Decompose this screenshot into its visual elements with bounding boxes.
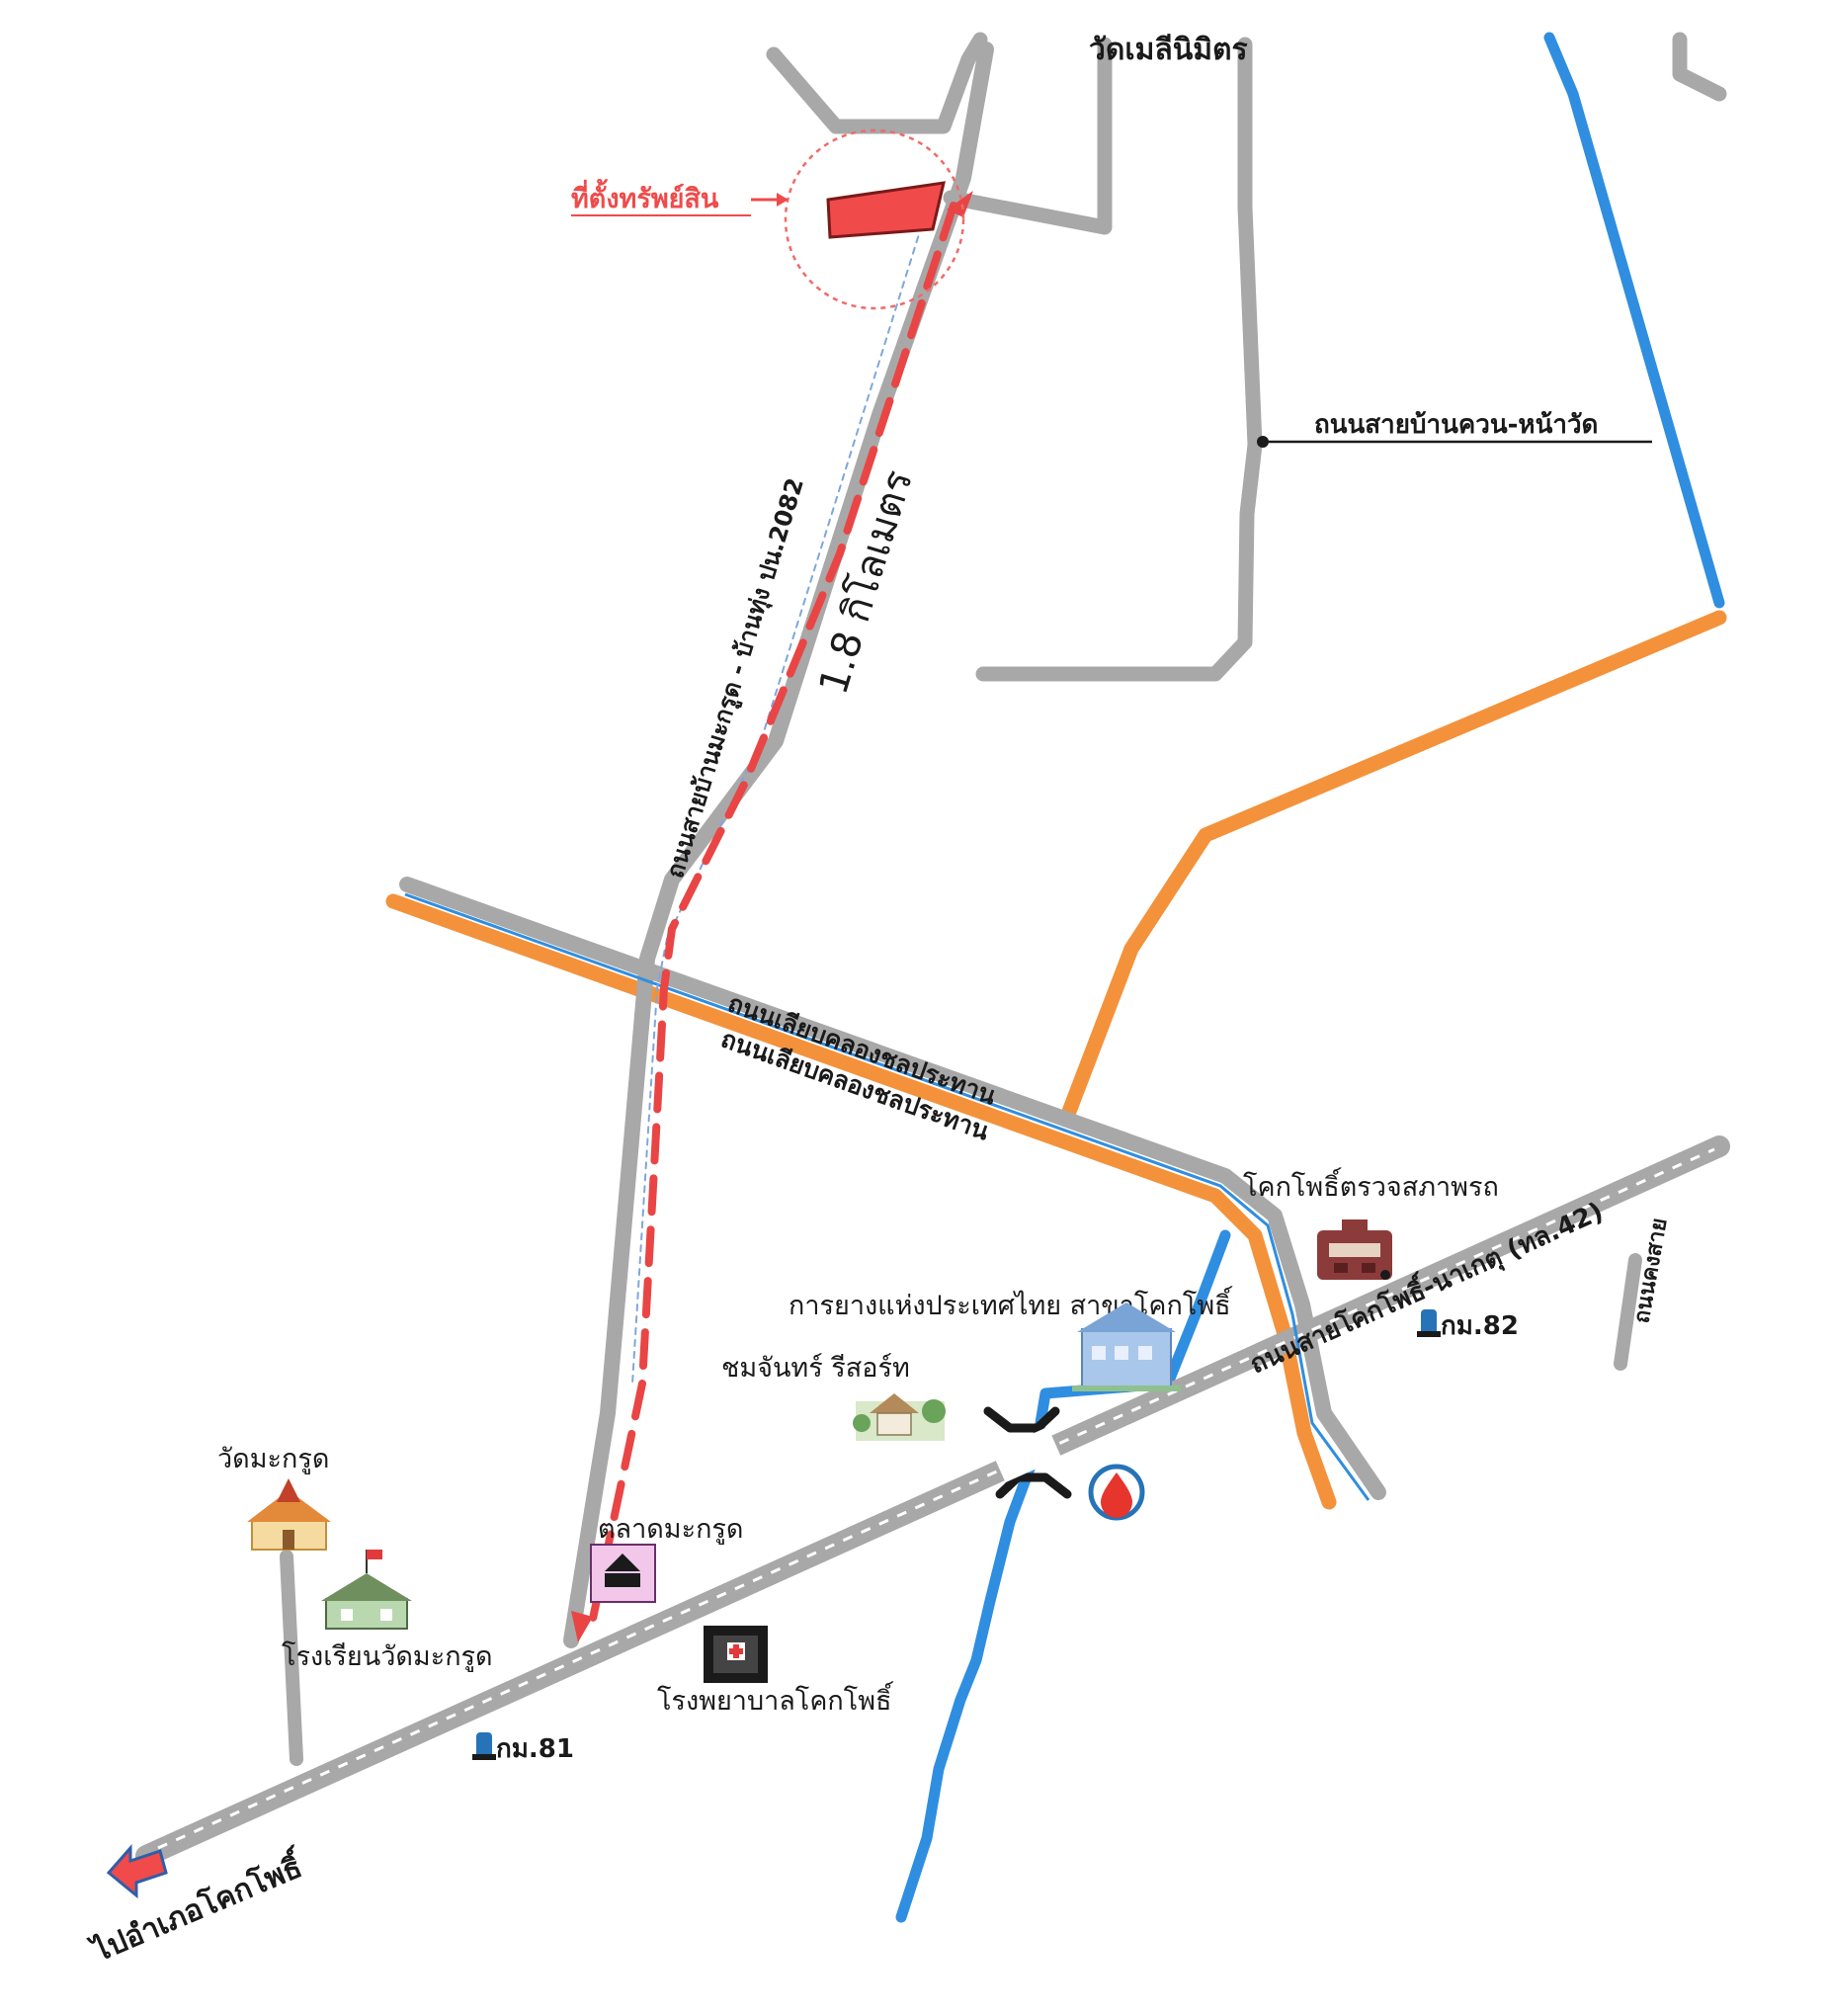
route-arrowhead-top [947,191,973,217]
inspection-label: โคกโพธิ์ตรวจสภาพรถ [1243,1167,1499,1203]
route-arrowhead-bottom [571,1611,593,1642]
railway [385,610,1727,1510]
route [571,191,973,1642]
market-icon [590,1544,656,1603]
resort-icon [853,1393,946,1441]
road-temple-branch [943,37,1113,235]
temple-makrut-label: วัดมะกรูด [217,1444,329,1474]
hospital-icon [704,1626,768,1683]
school-icon [321,1550,412,1630]
rubber-office-icon [1072,1302,1181,1391]
road-ban-khuan [975,37,1263,682]
route-dashed [589,202,957,1623]
km-marker-icon [472,1732,496,1760]
property-label: ที่ตั้งทรัพย์สิน [571,178,719,214]
market-label: ตลาดมะกรูด [598,1514,743,1545]
road-top-right-stub [1672,32,1727,102]
road-canal-side [399,877,1386,1500]
rail-northeast [1059,610,1727,1125]
temple-icon [247,1478,331,1551]
canals [895,32,1725,1923]
canal-top-right [1543,32,1725,609]
bridge-icon [983,1406,1072,1499]
road-wat-makrut [280,1550,303,1766]
canal-road-blue-line [404,892,1370,1501]
fuel-station-icon [1088,1464,1145,1521]
canal-south [895,1229,1231,1923]
property-parcel [826,181,946,239]
road-khong-sai [1614,1253,1642,1371]
ban-khuan-road-label: ถนนสายบ้านควน-หน้าวัด [1314,410,1598,440]
km81-label: กม.81 [496,1734,574,1764]
km82-label: กม.82 [1441,1311,1519,1341]
km-marker-icon [1417,1309,1441,1337]
property-circle [784,128,965,310]
resort-label: ชมจันทร์ รีสอร์ท [721,1352,910,1384]
rubber-authority-label: การยางแห่งประเทศไทย สาขาโคกโพธิ์ [789,1286,1233,1321]
km-marker-82: กม.82 [1417,1309,1519,1341]
rail-main [385,893,1337,1510]
km-marker-81: กม.81 [472,1732,574,1764]
school-label: โรงเรียนวัดมะกรูด [282,1641,493,1672]
inspection-icon [1317,1219,1392,1280]
highway-center-line [157,1147,1715,1850]
property-pointer-head [777,193,789,207]
temple-top-label: วัดเมลีนิมิตร [1089,33,1248,67]
property-marker[interactable]: ที่ตั้งทรัพย์สิน [571,128,965,310]
hospital-label: โรงพยาบาลโคกโพธิ์ [657,1681,894,1717]
highway-pointer-dot [1380,1270,1390,1280]
road-top-left [766,32,988,134]
bridge-deck [991,1426,1062,1483]
direction-arrow-icon [106,1844,168,1899]
